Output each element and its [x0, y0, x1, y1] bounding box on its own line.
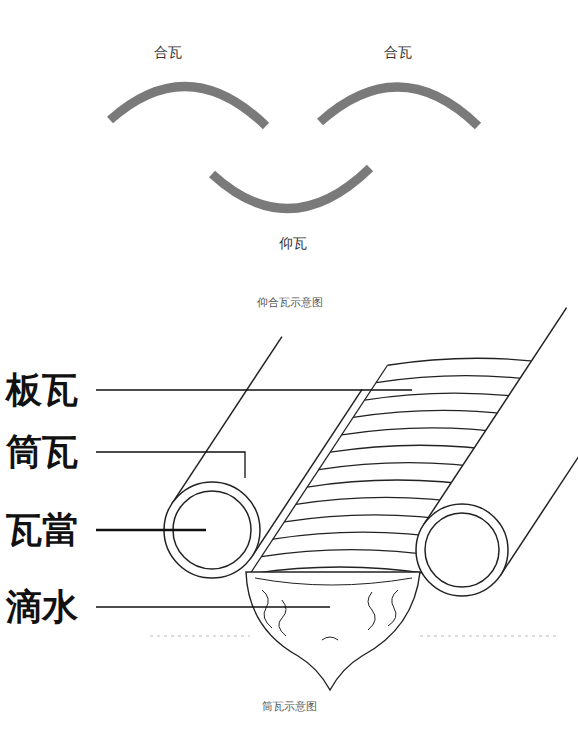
board-stripe — [261, 550, 441, 557]
tube-edge — [172, 337, 282, 504]
tile-label: 合瓦 — [152, 44, 184, 61]
tile-arcs — [110, 86, 478, 208]
part-label: 滴水 — [4, 585, 80, 628]
leader-lines — [96, 390, 412, 607]
figure-caption: 筒瓦示意图 — [260, 700, 319, 713]
base-tile-arc — [212, 168, 370, 209]
tube-edge — [424, 308, 567, 525]
tile-end-inner — [425, 513, 499, 587]
figure-caption: 仰合瓦示意图 — [255, 296, 325, 309]
tile-label: 仰瓦 — [277, 235, 309, 252]
tile-label: 合瓦 — [382, 44, 414, 61]
tile-end — [416, 504, 508, 596]
part-label: 筒瓦 — [4, 430, 80, 473]
ground-line — [150, 636, 560, 637]
part-label: 瓦當 — [4, 508, 80, 551]
part-label: 板瓦 — [4, 368, 80, 411]
cover-tile-arc — [320, 87, 478, 126]
cover-tile-arc — [110, 86, 266, 126]
tube-edge — [500, 358, 578, 575]
drip-tile — [246, 572, 420, 690]
tube-edge — [252, 389, 362, 556]
